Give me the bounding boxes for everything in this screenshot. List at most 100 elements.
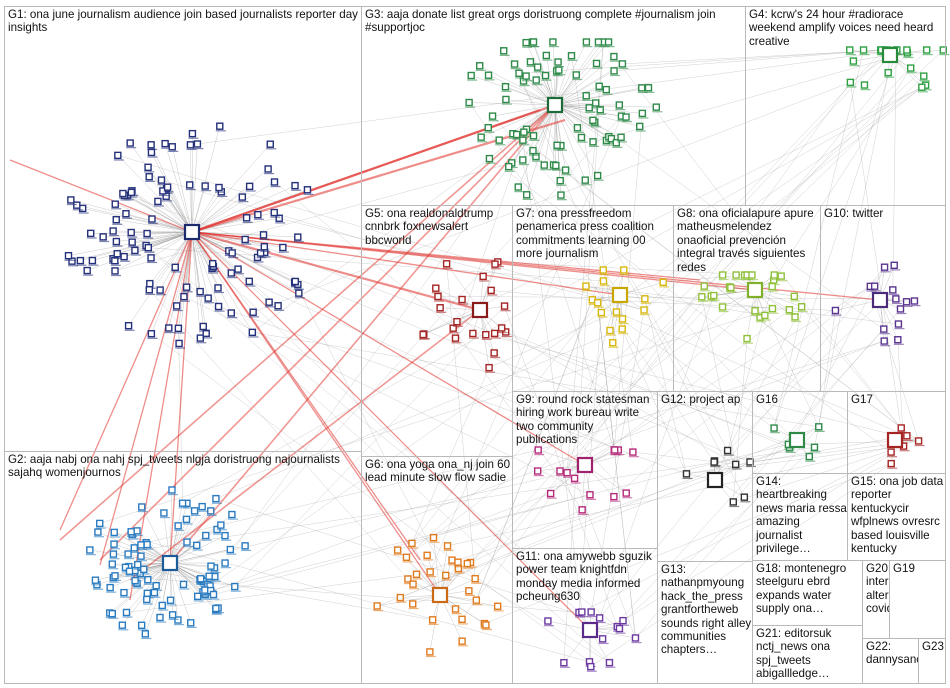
edge — [554, 87, 649, 106]
node-caption — [592, 67, 603, 69]
node — [138, 503, 146, 511]
edge-between-groups — [635, 426, 819, 639]
edge — [70, 199, 193, 233]
hub-node — [161, 554, 179, 572]
node-caption — [590, 126, 601, 128]
edge-between-groups — [733, 338, 748, 502]
node — [174, 324, 183, 333]
node — [732, 271, 740, 279]
edge-highlight — [129, 309, 481, 581]
group-label-g10: G10: twitter — [824, 207, 884, 220]
node-caption — [127, 196, 138, 198]
hub-node — [881, 46, 899, 64]
node — [552, 161, 560, 170]
node — [83, 266, 91, 275]
node — [582, 282, 590, 290]
node-caption — [453, 566, 464, 568]
node — [145, 173, 153, 181]
node-caption — [186, 148, 197, 151]
node-caption — [534, 454, 545, 456]
node-caption — [510, 68, 521, 70]
node — [423, 551, 431, 560]
edge-between-groups — [252, 332, 819, 428]
group-label-g19: G19 — [893, 562, 915, 575]
node-caption — [147, 337, 158, 339]
edge — [149, 231, 193, 284]
node-caption — [109, 558, 120, 560]
node-caption — [136, 548, 147, 551]
edge-between-groups — [274, 181, 454, 329]
edge-between-groups — [592, 52, 908, 143]
node — [187, 619, 195, 627]
node-caption — [174, 332, 185, 334]
node-caption — [209, 270, 220, 272]
node — [120, 252, 128, 261]
edge — [191, 231, 219, 307]
node-caption — [264, 172, 275, 175]
node-caption — [553, 149, 564, 151]
node — [593, 299, 602, 307]
node-caption — [425, 655, 436, 658]
node-caption — [640, 313, 651, 316]
node — [419, 330, 427, 339]
edge-between-groups — [215, 498, 618, 627]
group-panel-g20: G20: ijnet 10 internship alternati… covi… — [862, 560, 890, 639]
group-panel-g22: G22: dannysanchez — [862, 638, 919, 684]
node-caption — [373, 609, 384, 612]
node-caption — [588, 303, 599, 305]
node-caption — [159, 516, 170, 519]
node — [718, 271, 727, 279]
node — [193, 592, 202, 601]
node — [73, 201, 81, 209]
edge-between-groups — [701, 296, 736, 465]
node-caption — [490, 356, 501, 359]
edge — [169, 562, 235, 587]
edge-between-groups — [249, 281, 619, 451]
node-caption — [83, 274, 94, 276]
node-caption — [162, 192, 173, 194]
group-panel-g10: G10: twitter — [820, 205, 946, 392]
node-caption — [211, 613, 222, 615]
node-caption — [147, 261, 158, 264]
node — [897, 424, 905, 432]
node — [442, 571, 450, 580]
node-caption — [109, 581, 120, 583]
node-caption — [880, 345, 891, 347]
edge-highlight — [59, 104, 556, 541]
node-caption — [214, 310, 225, 312]
edge-between-groups — [616, 311, 919, 442]
node-caption — [731, 468, 742, 470]
edge — [169, 562, 173, 615]
node-caption — [454, 572, 465, 574]
node-caption — [472, 604, 483, 606]
node-caption — [561, 174, 572, 176]
node-caption — [78, 212, 89, 214]
node-caption — [198, 595, 209, 598]
node — [173, 302, 181, 310]
group-panel-g8: G8: ona oficialapure apure matheusmelend… — [673, 205, 821, 392]
node-caption — [120, 260, 131, 262]
node — [595, 614, 604, 622]
node-caption — [188, 137, 199, 139]
node-caption — [227, 317, 238, 319]
node — [76, 256, 85, 265]
node-caption — [147, 223, 158, 225]
node — [141, 630, 150, 638]
node — [529, 38, 538, 46]
node-caption — [910, 305, 921, 307]
edge-between-groups — [590, 309, 645, 613]
node-caption — [92, 588, 103, 590]
node-caption — [533, 475, 544, 477]
node — [124, 550, 132, 558]
node-caption — [185, 188, 196, 191]
node — [254, 210, 262, 219]
node — [64, 251, 73, 260]
node — [458, 637, 466, 645]
edge-between-groups — [458, 568, 610, 663]
node — [87, 229, 95, 238]
edge-between-groups — [447, 440, 919, 547]
node — [429, 533, 438, 542]
node — [186, 141, 195, 149]
node-caption — [402, 561, 413, 563]
